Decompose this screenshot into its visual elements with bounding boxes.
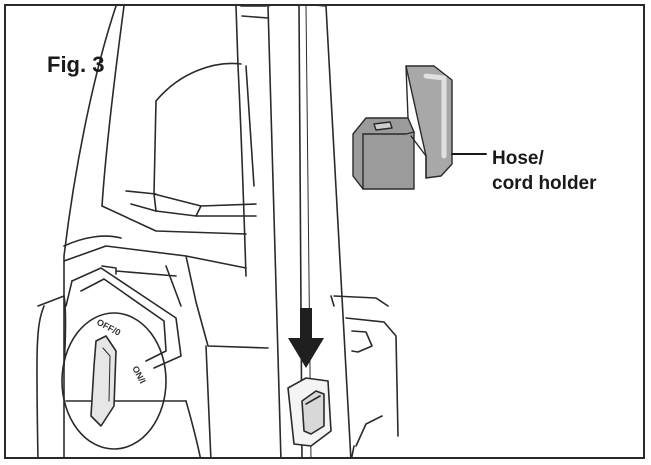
switch-off-label: OFF/0 [95, 317, 122, 338]
right-base [330, 295, 399, 457]
figure-frame: OFF/0 ON/I Fig. 3 Hose/ cord hold [4, 4, 645, 459]
switch-knob [90, 335, 117, 427]
front-base [65, 255, 269, 457]
callout-line-2: cord holder [492, 173, 597, 194]
switch-dial [61, 312, 167, 450]
figure-label: Fig. 3 [47, 52, 105, 77]
switch-housing: OFF/0 ON/I [61, 267, 182, 450]
callout-line-1: Hose/ [492, 148, 544, 169]
column-latch [287, 377, 332, 447]
down-arrow [288, 308, 324, 368]
switch-on-label: ON/I [130, 364, 148, 385]
callout-label: Hose/ cord holder [492, 146, 597, 196]
washer-body [36, 6, 257, 457]
pressure-washer-illustration: OFF/0 ON/I [36, 6, 487, 457]
hose-cord-holder [352, 65, 487, 190]
